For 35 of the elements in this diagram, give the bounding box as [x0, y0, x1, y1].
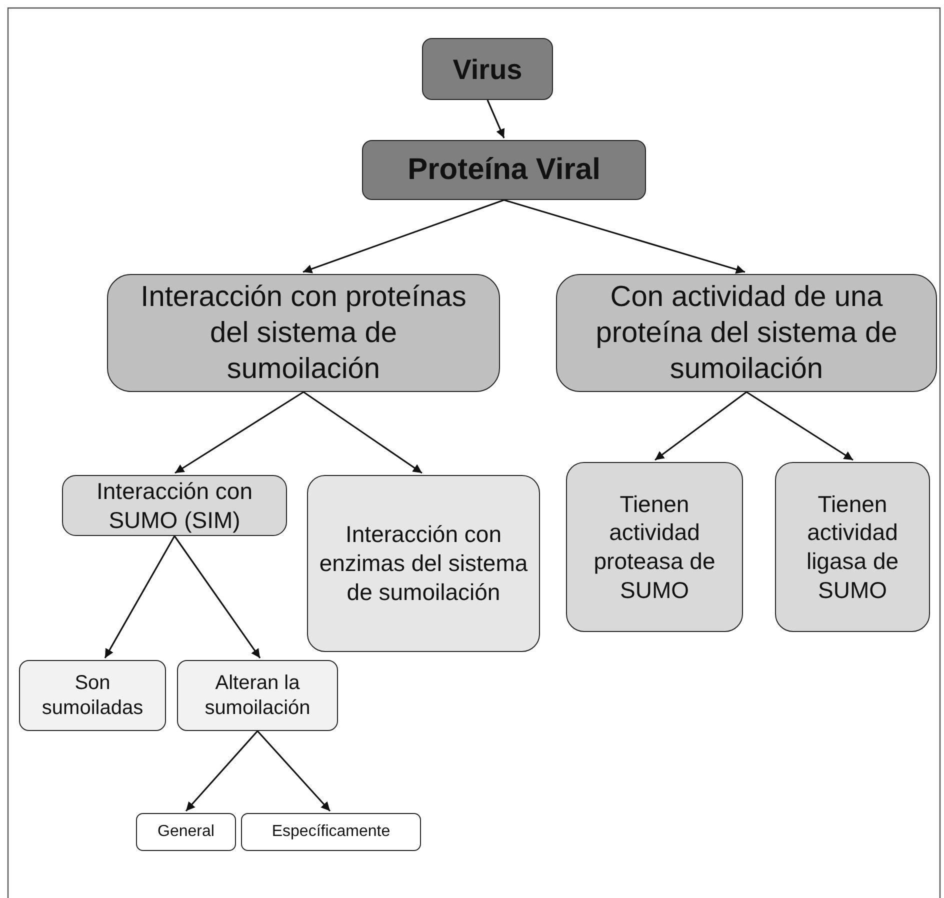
arrow: [174, 536, 261, 658]
process-box: [136, 813, 236, 851]
node-label: Son sumoiladas: [40, 670, 144, 720]
node-label: Interacción con enzimas del sistema de sumoilación: [318, 520, 529, 607]
node-label: Específicamente: [272, 822, 390, 842]
process-box: [19, 660, 166, 731]
arrow: [104, 536, 176, 658]
process-box: [177, 660, 338, 731]
arrow: [486, 100, 505, 138]
process-box: [107, 274, 500, 392]
node-label: Con actividad de una proteína del sistema de sumoilación: [594, 280, 898, 388]
process-box: [775, 462, 930, 632]
process-box: [62, 475, 287, 536]
process-box: [307, 475, 540, 652]
arrow: [302, 199, 504, 274]
node-label: Interacción con SUMO (SIM): [96, 476, 254, 534]
arrow: [174, 391, 304, 474]
arrow: [303, 391, 422, 474]
node-label: Alteran la sumoilación: [204, 670, 312, 720]
arrow: [256, 730, 331, 812]
arrow: [185, 730, 258, 812]
node-label: Proteína Viral: [408, 152, 600, 188]
arrow: [504, 199, 746, 274]
process-box: [241, 813, 421, 851]
node-label: Tienen actividad proteasa de SUMO: [592, 490, 716, 604]
node-label: Tienen actividad ligasa de SUMO: [805, 490, 900, 604]
node-label: Interacción con proteínas del sistema de sumoilación: [140, 280, 468, 388]
arrow: [654, 391, 747, 461]
process-box: [556, 274, 937, 392]
node-label: General: [158, 822, 214, 842]
arrow: [746, 391, 854, 461]
process-box: [362, 140, 646, 200]
process-box: [566, 462, 743, 632]
process-box: [422, 38, 553, 100]
node-label: Virus: [452, 52, 522, 86]
